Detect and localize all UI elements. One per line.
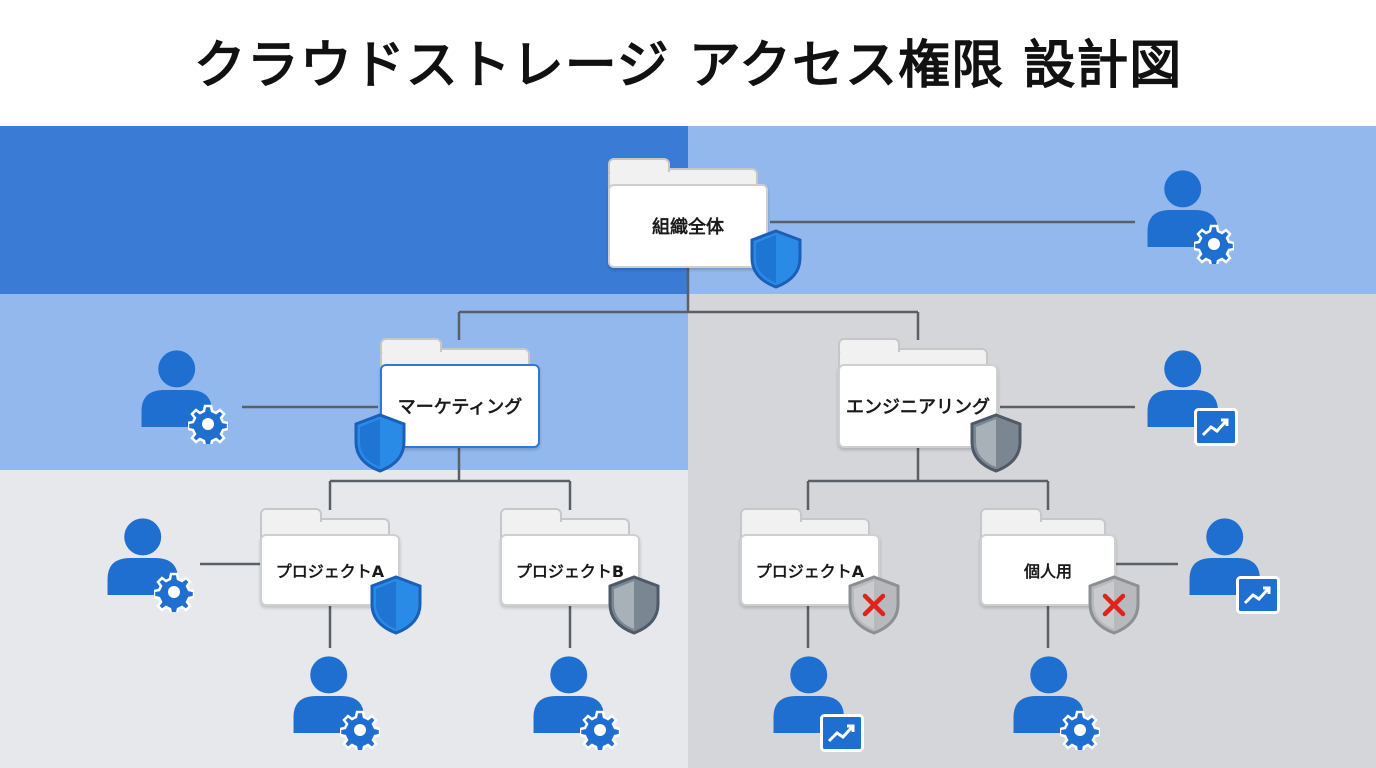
folder-label-marketing: マーケティング — [380, 364, 540, 448]
user-gear-icon — [107, 518, 194, 612]
shield-denied-icon — [846, 574, 902, 636]
shield-gray-icon — [968, 412, 1024, 474]
page-title: クラウドストレージ アクセス権限 設計図 — [193, 36, 1183, 96]
shield-blue-icon — [748, 228, 804, 290]
shield-blue-icon — [352, 412, 408, 474]
shield-gray-icon — [606, 574, 662, 636]
user-gear-icon — [293, 656, 380, 750]
folder-personal[interactable]: 個人用 — [980, 508, 1116, 628]
folder-label-organization: 組織全体 — [608, 184, 768, 268]
folder-marketing[interactable]: マーケティング — [380, 338, 540, 458]
user-gear-icon — [533, 656, 620, 750]
user-chart-icon — [773, 656, 864, 752]
user-chart-icon — [1147, 350, 1238, 446]
user-chart-icon — [1189, 518, 1280, 614]
band-mid-left — [0, 294, 688, 470]
user-gear-icon — [141, 350, 228, 444]
band-top-right — [688, 126, 1376, 294]
folder-engineering[interactable]: エンジニアリング — [838, 338, 998, 458]
band-top-left — [0, 126, 688, 294]
shield-blue-icon — [368, 574, 424, 636]
band-mid-right — [688, 294, 1376, 470]
user-gear-icon — [1013, 656, 1100, 750]
shield-denied-icon — [1086, 574, 1142, 636]
folder-organization[interactable]: 組織全体 — [608, 158, 768, 278]
user-gear-icon — [1147, 170, 1234, 264]
folder-marketing-project-a[interactable]: プロジェクトA — [260, 508, 400, 628]
